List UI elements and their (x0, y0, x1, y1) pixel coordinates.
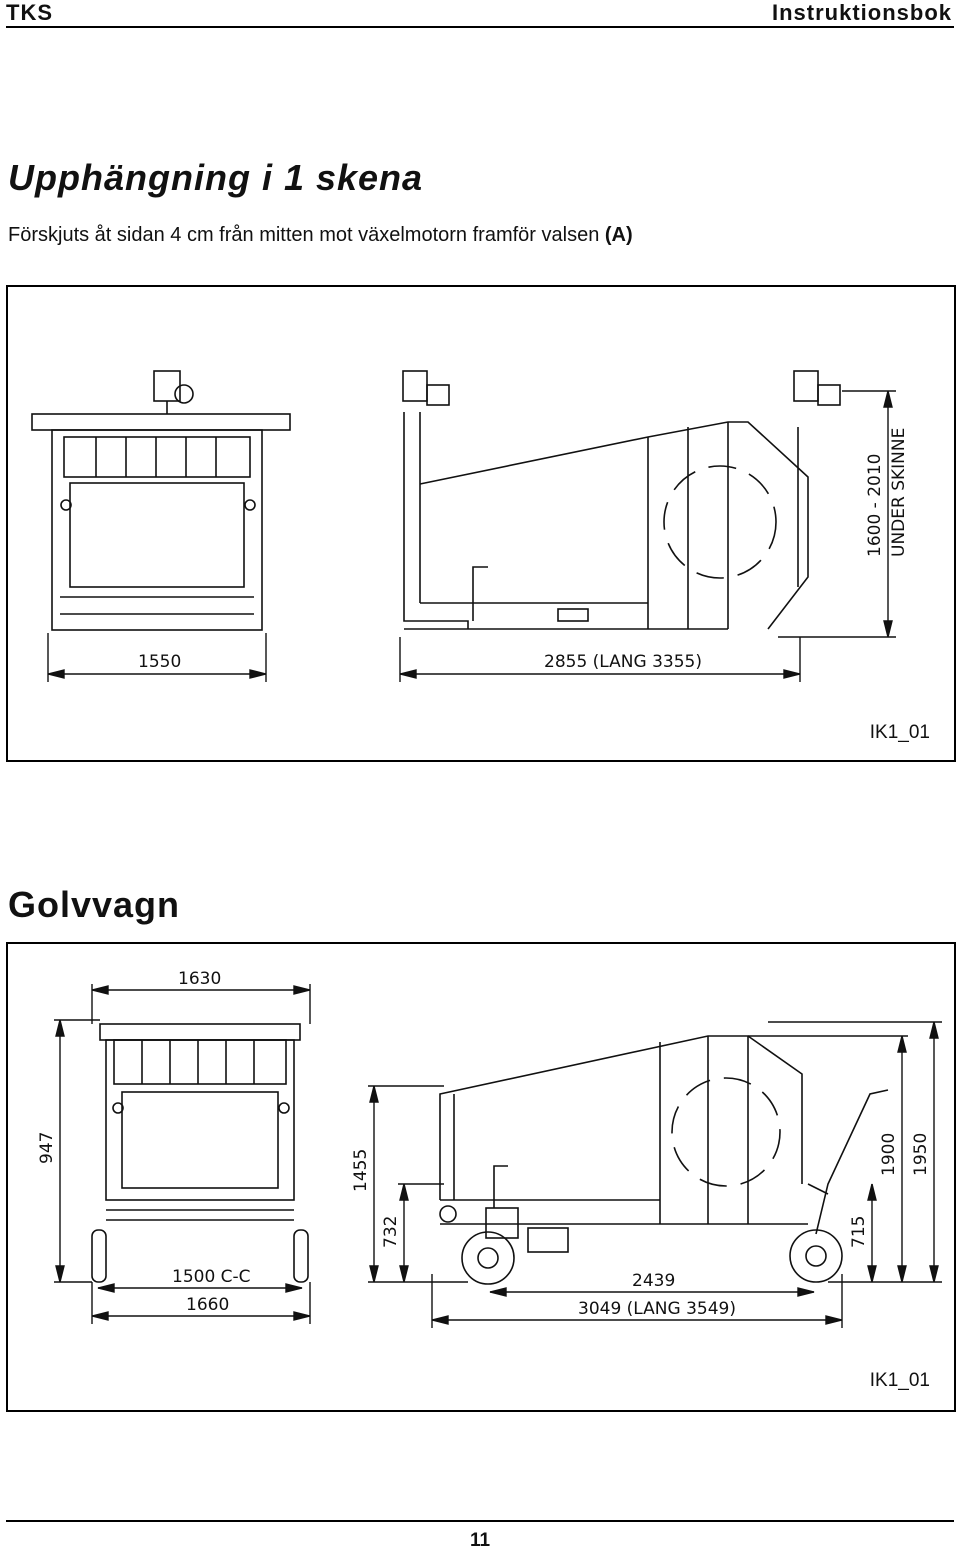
figure-rail-suspension: 1550 2855 (LANG 3355) 1600 - 2010 UNDER … (6, 285, 956, 762)
drawing-floor-cart: 1630 947 1500 C-C 1660 1455 732 2439 304… (37, 969, 942, 1328)
dim-bottom-width: 1660 (186, 1295, 229, 1315)
header-document-title: Instruktionsbok (771, 0, 952, 25)
dim-length-total: 3049 (LANG 3549) (578, 1299, 736, 1319)
dim-front-height: 947 (37, 1132, 57, 1164)
section-subtitle: Förskjuts åt sidan 4 cm från mitten mot … (8, 224, 633, 247)
subtitle-text: Förskjuts åt sidan 4 cm från mitten mot … (8, 224, 605, 246)
dim-height-1900: 1900 (879, 1133, 899, 1176)
dim-height-1455: 1455 (351, 1149, 371, 1192)
dim-height-1950: 1950 (911, 1133, 931, 1176)
figure-floor-cart: 1630 947 1500 C-C 1660 1455 732 2439 304… (6, 942, 956, 1412)
dim-height-732: 732 (381, 1216, 401, 1248)
section-title-rail-suspension: Upphängning i 1 skena (8, 157, 424, 198)
figure-code: IK1_01 (869, 1370, 930, 1391)
page-number: 11 (469, 1530, 491, 1551)
dim-front-width: 1550 (138, 652, 181, 672)
drawing-rail-suspension: 1550 2855 (LANG 3355) 1600 - 2010 UNDER … (31, 370, 909, 682)
header-rule (6, 26, 954, 28)
dim-length-2439: 2439 (632, 1271, 675, 1291)
dim-height-range: 1600 - 2010 (865, 454, 885, 557)
footer-rule (6, 1520, 954, 1522)
dim-length: 2855 (LANG 3355) (544, 652, 702, 672)
dim-height-715: 715 (849, 1216, 869, 1248)
dim-top-width: 1630 (178, 969, 221, 989)
dim-height-note: UNDER SKINNE (889, 428, 909, 557)
dim-wheel-cc: 1500 C-C (172, 1267, 251, 1287)
header-brand: TKS (6, 0, 53, 25)
subtitle-bold: (A) (604, 224, 633, 246)
figure-code: IK1_01 (869, 722, 930, 743)
section-title-floor-cart: Golvvagn (8, 884, 181, 925)
